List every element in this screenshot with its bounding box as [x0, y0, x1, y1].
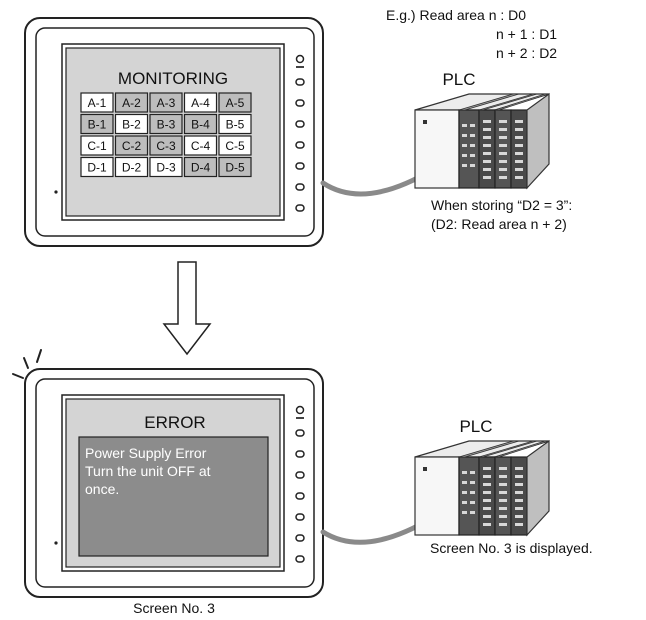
grid-cell — [218, 135, 252, 156]
grid-cell-label: C-2 — [122, 139, 142, 153]
grid-cell-label: D-5 — [225, 161, 245, 175]
grid-cell — [218, 113, 252, 135]
store-note-line2: (D2: Read area n + 2) — [431, 216, 567, 232]
top-plc-unit — [414, 93, 550, 189]
top-hmi-unit: MONITORING A-1 A-2 A-3 A-4 A-5B-1 B-2 B-3 B-4 B-… — [24, 17, 324, 247]
grid-cell-label: A-4 — [191, 96, 210, 110]
grid-cell-label: C-1 — [87, 139, 107, 153]
grid-cell-label: B-2 — [122, 118, 141, 132]
grid-cell-label: C-5 — [225, 139, 245, 153]
grid-cell — [183, 135, 218, 156]
grid-cell-label: B-4 — [191, 118, 210, 132]
error-message-panel — [78, 436, 269, 557]
example-note-line2: n + 1 : D1 — [496, 26, 557, 42]
grid-cell — [114, 92, 149, 113]
grid-cell — [218, 156, 252, 178]
grid-cell-label: C-3 — [156, 139, 176, 153]
example-note-line1: E.g.) Read area n : D0 — [386, 7, 526, 23]
grid-cell-label: A-3 — [157, 96, 176, 110]
grid-cell — [149, 113, 183, 135]
grid-cell-label: A-2 — [122, 96, 141, 110]
power-led — [54, 190, 58, 194]
monitoring-title: MONITORING — [118, 69, 228, 88]
screen-caption: Screen No. 3 — [133, 600, 215, 616]
displayed-note: Screen No. 3 is displayed. — [430, 540, 593, 556]
grid-cell — [149, 92, 183, 113]
grid-cell — [149, 156, 183, 178]
grid-cell — [80, 113, 114, 135]
grid-cell-label: D-2 — [122, 161, 142, 175]
error-title: ERROR — [144, 413, 205, 432]
grid-cell — [183, 113, 218, 135]
grid-cell — [114, 156, 149, 178]
grid-cell — [183, 156, 218, 178]
grid-cell — [149, 135, 183, 156]
store-note-line1: When storing “D2 = 3”: — [431, 197, 572, 213]
grid-cell — [114, 113, 149, 135]
bottom-hmi-unit: ERROR Power Supply Error Turn the unit O… — [24, 368, 324, 598]
grid-cell — [80, 92, 114, 113]
example-note-line3: n + 2 : D2 — [496, 45, 557, 61]
grid-cell-label: B-5 — [226, 118, 245, 132]
grid-cell-label: C-4 — [191, 139, 211, 153]
grid-cell-label: D-1 — [87, 161, 107, 175]
grid-cell — [80, 156, 114, 178]
grid-cell — [183, 92, 218, 113]
grid-cell-label: D-3 — [156, 161, 176, 175]
attention-marks — [12, 349, 42, 379]
error-message: Power Supply Error Turn the unit OFF at … — [85, 445, 214, 497]
grid-cell-label: D-4 — [191, 161, 211, 175]
bottom-plc-unit — [414, 440, 550, 536]
plc-label-top: PLC — [442, 70, 475, 89]
grid-cell-label: A-5 — [226, 96, 245, 110]
grid-cell-label: B-3 — [157, 118, 176, 132]
plc-label-bottom: PLC — [459, 417, 492, 436]
grid-cell — [80, 135, 114, 156]
power-led — [54, 541, 58, 545]
down-arrow — [162, 261, 212, 356]
grid-cell-label: A-1 — [88, 96, 107, 110]
status-grid: A-1 A-2 A-3 A-4 A-5B-1 B-2 B-3 B-4 B-5C-1 C-2 C-3 C… — [80, 92, 252, 178]
grid-cell — [114, 135, 149, 156]
grid-cell — [218, 92, 252, 113]
grid-cell-label: B-1 — [88, 118, 107, 132]
